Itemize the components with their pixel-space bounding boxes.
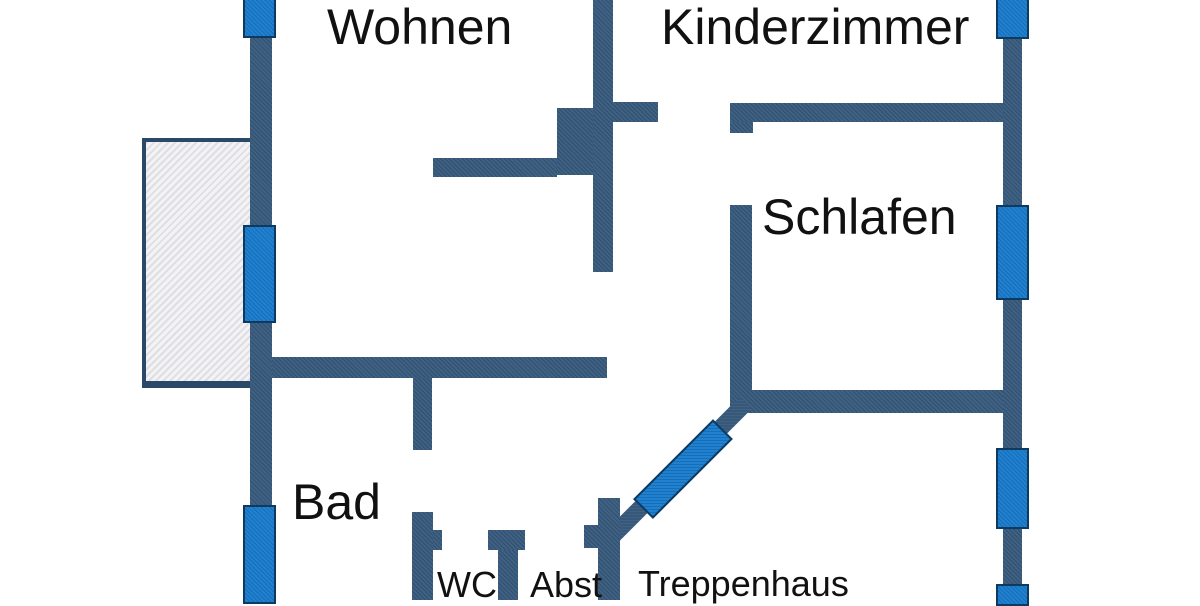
wall-wc-abst-stem (498, 550, 518, 600)
balcony-area (142, 138, 250, 388)
label-abst: Abst (530, 564, 603, 605)
wall-bad-lower-jamb (433, 530, 442, 550)
wall-stub-right-of-central (613, 102, 658, 122)
window-balcony-door (243, 225, 276, 323)
window-right-mid-lower (996, 448, 1029, 529)
label-bad: Bad (292, 474, 381, 530)
label-wohnen: Wohnen (327, 0, 513, 55)
wall-kinderzimmer-schlafen (730, 103, 1003, 122)
label-treppenhaus: Treppenhaus (638, 563, 849, 604)
window-right-schlafen (996, 205, 1029, 300)
label-schlafen: Schlafen (762, 189, 957, 245)
wall-bad-top (272, 357, 607, 378)
window-right-bottom (996, 584, 1029, 606)
wall-bad-lower (412, 512, 433, 600)
label-wc: WC (437, 564, 497, 605)
wall-bad-stub (413, 378, 432, 450)
wall-kinderzimmer-schlafen-jamb (730, 122, 753, 133)
window-right-kinderzimmer (996, 0, 1029, 39)
chimney-block (557, 108, 593, 175)
wall-entry-jamb (584, 525, 598, 548)
label-kinderzimmer: Kinderzimmer (661, 0, 970, 55)
door-entrance (633, 419, 733, 519)
wall-wohnen-inner (433, 158, 557, 177)
wall-wc-abst-bar (488, 530, 525, 550)
wall-entry-stem (598, 498, 620, 600)
wall-schlafen-bottom (730, 390, 1003, 413)
window-left-bottom (243, 505, 276, 604)
wall-wohnen-kinderzimmer (593, 0, 613, 272)
wall-schlafen-left (730, 205, 752, 413)
window-left-top (243, 0, 276, 38)
